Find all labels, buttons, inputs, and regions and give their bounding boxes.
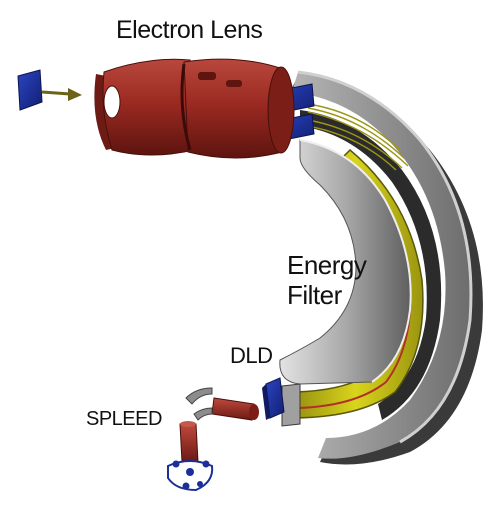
outer-hemisphere-rim [297, 70, 473, 444]
spleed-detector-dot-4 [182, 482, 190, 490]
lens-body-left [102, 58, 195, 156]
lens-slot-mid [226, 80, 242, 87]
electron-beams [307, 103, 409, 171]
lens-gap [180, 63, 192, 151]
lens-slot-top [198, 72, 216, 80]
outer-hemisphere [292, 72, 471, 459]
lens-end-cap [267, 66, 295, 154]
beam-arrow-head [68, 88, 82, 101]
spleed-tube-horizontal [211, 397, 255, 421]
spleed-assembly [167, 387, 259, 492]
middle-dark-band [300, 110, 442, 420]
spleed-deflector-top [185, 387, 213, 405]
exit-plate [281, 383, 301, 427]
spleed-tube-vertical [179, 423, 199, 463]
spleed-detector-dot-3 [186, 468, 194, 476]
spleed-deflector-bottom [193, 407, 213, 421]
label-dld: DLD [230, 343, 273, 368]
electron-lens [94, 58, 295, 159]
sample-and-arrow [17, 69, 82, 111]
inner-hemisphere-edge [299, 139, 412, 383]
label-energy-filter: Energy Filter [287, 250, 367, 310]
lens-aperture [103, 85, 121, 119]
spleed-tube-vertical-top [180, 421, 196, 427]
label-energy-filter-line1: Energy [287, 250, 367, 280]
dld-plate-side [262, 384, 270, 420]
spleed-tube-horizontal-end [249, 404, 259, 420]
beam-arrow-shaft [41, 90, 71, 96]
dld-detector [262, 377, 285, 420]
spleed-detector-dot-5 [197, 481, 203, 487]
sample-plate [17, 69, 43, 111]
spleed-detector-dot-1 [172, 460, 180, 468]
label-spleed: SPLEED [86, 408, 162, 430]
label-electron-lens: Electron Lens [116, 16, 263, 44]
label-energy-filter-line2: Filter [287, 280, 342, 310]
energy-filter [279, 70, 483, 465]
spleed-detector-dot-2 [202, 460, 210, 468]
